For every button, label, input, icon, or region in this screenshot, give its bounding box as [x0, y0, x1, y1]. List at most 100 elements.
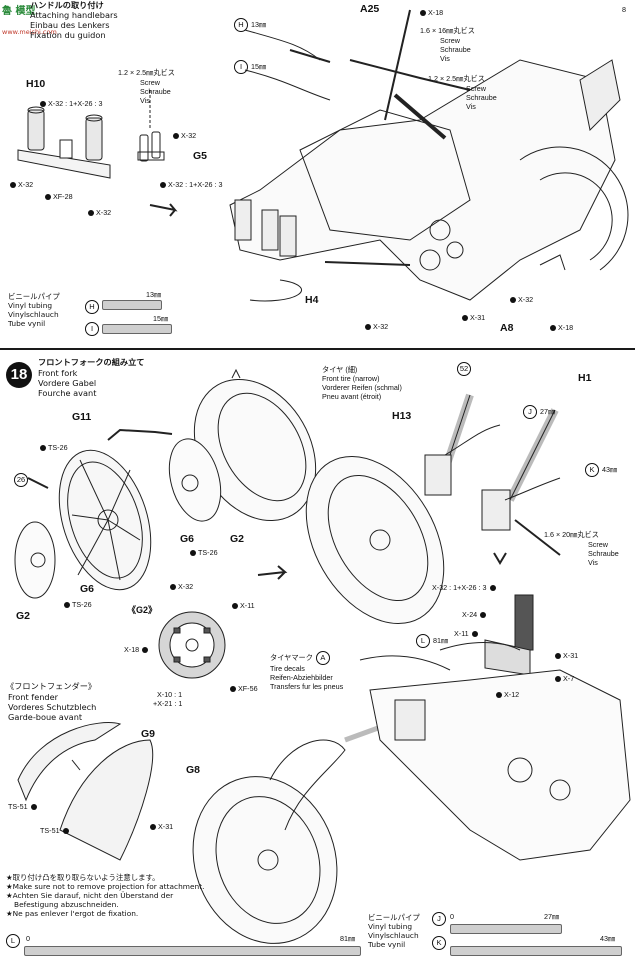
part-a8: A8	[500, 322, 514, 334]
bike-frame-top-drawing	[229, 9, 629, 302]
screw-20-jp: 1.6 × 20㎜丸ビス	[544, 530, 599, 539]
fender-title-fr: Garde-boue avant	[8, 712, 83, 722]
paint-x32x26-h10: X-32 : 1+X-26 : 3	[40, 99, 103, 108]
part-g9: G9	[141, 728, 156, 740]
step-number-badge: 18	[6, 362, 32, 388]
paint-ts51-b: TS-51	[40, 826, 71, 835]
step17-title-jp: ハンドルの取り付け	[30, 0, 104, 10]
screw-large-label: 1.6 × 16㎜丸ビス	[420, 26, 475, 35]
screw-small-en: Screw	[140, 78, 160, 87]
section-divider	[0, 348, 635, 350]
tube-len-l: 81㎜	[340, 934, 356, 943]
screw-20-de: Schraube	[588, 549, 619, 558]
step17-tube-fr: Tube vynil	[8, 319, 46, 328]
fender-title-en: Front fender	[8, 692, 59, 702]
front-tire-en: Front tire (narrow)	[322, 374, 380, 383]
paint-x32-h4: X-32	[365, 322, 388, 331]
step17-tube-en: Vinyl tubing	[8, 301, 53, 310]
part-a25: A25	[360, 3, 380, 15]
part-h1: H1	[578, 372, 592, 384]
tube-len-h: 13㎜	[146, 290, 162, 299]
step17-title-fr: Fixation du guidon	[30, 30, 106, 40]
tube-bar-k	[450, 946, 622, 956]
paint-x21-g2: +X-21 : 1	[153, 699, 183, 708]
paint-xf56: XF-56	[230, 684, 258, 693]
paint-x7: X-7	[555, 674, 574, 683]
decal-mark-52: 52	[457, 362, 474, 376]
paint-x11-fork: X-11	[454, 629, 480, 638]
screw-small-fr: Vis	[140, 96, 150, 105]
part-g11: G11	[72, 411, 92, 423]
step18-title-jp: フロントフォークの組み立て	[38, 357, 145, 367]
note-de-2: Befestigung abzuschneiden.	[14, 900, 119, 909]
paint-x32-a: X-32	[10, 180, 33, 189]
g2-detail-drawing	[158, 611, 226, 679]
paint-x31-fender: X-31	[150, 822, 173, 831]
paint-x32-g5: X-32	[173, 131, 196, 140]
part-g6-left: G6	[80, 583, 95, 595]
front-tire-de: Vorderer Reifen (schmal)	[322, 383, 402, 392]
part-g2-left: G2	[16, 610, 31, 622]
brake-disc-g2-drawing	[168, 438, 222, 522]
note-de-1: ★Achten Sie darauf, nicht den Überstand …	[6, 891, 174, 900]
page-number: 8	[622, 5, 626, 14]
front-fork-drawing	[424, 393, 561, 565]
step18-title-de: Vordere Gabel	[38, 378, 97, 388]
fork-lower-drawing	[484, 594, 534, 676]
tube-bar-i	[102, 324, 172, 334]
screw-large-de: Schraube	[440, 45, 471, 54]
step17-tube-de: Vinylschlauch	[8, 310, 59, 319]
step18-tube-fr: Tube vynil	[368, 940, 406, 949]
part-g6-right: G6	[180, 533, 195, 545]
step18-tube-de: Vinylschlauch	[368, 931, 419, 940]
paint-x18-g2: X-18	[124, 645, 150, 654]
g5-part-drawing	[137, 90, 165, 162]
paint-x18-a25: X-18	[420, 8, 443, 17]
tire-decals-fr: Transfers fur les pneus	[270, 682, 344, 691]
screw-large-en: Screw	[440, 36, 460, 45]
part-h10: H10	[26, 78, 46, 90]
step17-title-en: Attaching handlebars	[30, 10, 118, 20]
step18-title-fr: Fourche avant	[38, 388, 97, 398]
paint-x18-a8: X-18	[550, 323, 573, 332]
paint-x32-b: X-32	[88, 208, 111, 217]
tube-row-h: H	[85, 300, 102, 314]
tire-decals-de: Reifen-Abziehbilder	[270, 673, 333, 682]
step17-tube-jp: ビニールパイプ	[8, 292, 60, 301]
tube-row-k: K	[432, 936, 449, 950]
paint-x31-fork: X-31	[555, 651, 578, 660]
note-jp: ★取り付け凸を取り取らないよう注意します。	[6, 873, 160, 882]
tube-bar-j	[450, 924, 562, 934]
watermark-logo: 魯 模型	[2, 6, 36, 17]
tube-len-j: 27㎜	[544, 912, 560, 921]
tube-zero-l: 0	[26, 934, 30, 943]
paint-ts51-a: TS-51	[8, 802, 39, 811]
part-g2-right: G2	[230, 533, 245, 545]
note-en: ★Make sure not to remove projection for …	[6, 882, 205, 891]
screw-small2-en: Screw	[466, 84, 486, 93]
front-tire-jp: タイヤ (細)	[322, 365, 358, 374]
step18-title-en: Front fork	[38, 368, 78, 378]
paint-x31: X-31	[462, 313, 485, 322]
front-tire-fr: Pneu avant (étroit)	[322, 392, 382, 401]
screw-small-de: Schraube	[140, 87, 171, 96]
h10-clamp-drawing	[17, 106, 111, 179]
assembled-wheel-drawing	[305, 455, 445, 625]
paint-xf28: XF-28	[45, 192, 73, 201]
part-g5: G5	[193, 150, 208, 162]
g2-detail-title: 《G2》	[127, 605, 158, 615]
tire-decals-en: Tire decals	[270, 664, 305, 673]
screw-small-label: 1.2 × 2.5㎜丸ビス	[118, 68, 175, 77]
paint-x11-g2: X-11	[232, 601, 255, 610]
part-h4: H4	[305, 294, 319, 306]
tube-bar-h	[102, 300, 162, 310]
part-h13: H13	[392, 410, 412, 422]
screw-small2-de: Schraube	[466, 93, 497, 102]
paint-ts26-g6: TS-26	[190, 548, 218, 557]
